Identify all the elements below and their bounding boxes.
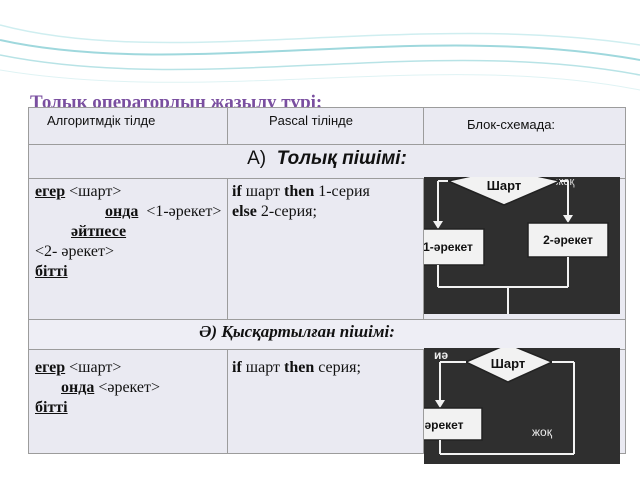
divider <box>29 178 625 179</box>
kw-then: then <box>283 359 315 376</box>
cond-text: <шарт> <box>69 359 122 376</box>
divider <box>29 349 625 350</box>
short-pascal-cell: if шарт then серия; <box>232 358 422 378</box>
action2-text: <2- әрекет> <box>35 243 115 260</box>
action-text: <әрекет> <box>98 379 161 396</box>
divider <box>423 108 424 144</box>
header-flowchart: Блок-схемада: <box>467 117 556 132</box>
divider <box>29 319 625 320</box>
short-algorithmic-cell: егер <шарт> онда <әрекет> бітті <box>35 358 223 418</box>
flow-condition-label: Шарт <box>491 356 525 371</box>
flowchart-short-svg: иә Шарт әрекет жоқ <box>417 343 575 455</box>
kw-then: онда <box>61 379 95 396</box>
flow-yes-label: иә <box>434 348 448 362</box>
kw-end: бітті <box>35 263 68 280</box>
divider <box>227 108 228 144</box>
cond-text: шарт <box>245 183 280 200</box>
flow-no-label: жоқ <box>556 177 574 188</box>
stmt1-text: 1-серия <box>318 183 370 200</box>
arrow-icon <box>433 221 443 229</box>
divider <box>423 349 424 453</box>
action1-text: <1-әрекет> <box>146 203 222 220</box>
stmt-text: серия; <box>318 359 361 376</box>
kw-end: бітті <box>35 399 68 416</box>
header-algorithmic: Алгоритмдік тілде <box>47 113 156 128</box>
section-full-letter: А) <box>247 148 267 169</box>
section-short-title: Ә) Қысқартылған пішімі: <box>29 319 625 349</box>
cond-text: шарт <box>245 359 280 376</box>
flowchart-full-svg: жоқ Шарт 1-әрекет 2-әрекет <box>417 168 609 314</box>
section-full-title: А) Толық пішімі: <box>29 144 625 178</box>
stmt2-text: 2-серия; <box>260 203 317 220</box>
table-header-row: Алгоритмдік тілде Pascal тілінде Блок-сх… <box>29 108 625 144</box>
flow-right-box <box>527 222 609 258</box>
flow-no-label: жоқ <box>532 425 553 439</box>
cond-text: <шарт> <box>69 183 122 200</box>
kw-else: әйтпесе <box>71 223 127 240</box>
arrow-icon <box>563 215 573 223</box>
divider <box>227 349 228 453</box>
flow-right-label: 2-әрекет <box>543 233 593 247</box>
kw-else: else <box>232 203 257 220</box>
divider <box>29 144 625 145</box>
full-algorithmic-cell: егер <шарт> онда <1-әрекет> әйтпесе <2- … <box>35 182 223 282</box>
kw-if: егер <box>35 183 66 200</box>
divider <box>227 178 228 319</box>
kw-then: then <box>283 183 315 200</box>
full-pascal-cell: if шарт then 1-серия else 2-серия; <box>232 182 422 222</box>
flowchart-short: иә Шарт әрекет жоқ <box>417 343 620 464</box>
flow-left-box <box>417 228 485 266</box>
header-pascal: Pascal тілінде <box>269 113 353 128</box>
decorative-swoosh <box>0 24 640 91</box>
flow-action-label: әрекет <box>424 418 463 432</box>
kw-if: if <box>232 359 242 376</box>
kw-if: if <box>232 183 242 200</box>
flow-left-label: 1-әрекет <box>424 240 473 254</box>
flow-condition-label: Шарт <box>487 178 521 193</box>
kw-if: егер <box>35 359 66 376</box>
kw-then: онда <box>105 203 139 220</box>
section-full-label: Толық пішімі: <box>276 148 407 169</box>
section-short-label: Ә) Қысқартылған пішімі: <box>199 322 395 341</box>
arrow-icon <box>435 400 445 408</box>
flowchart-full: жоқ Шарт 1-әрекет 2-әрекет <box>417 168 620 314</box>
